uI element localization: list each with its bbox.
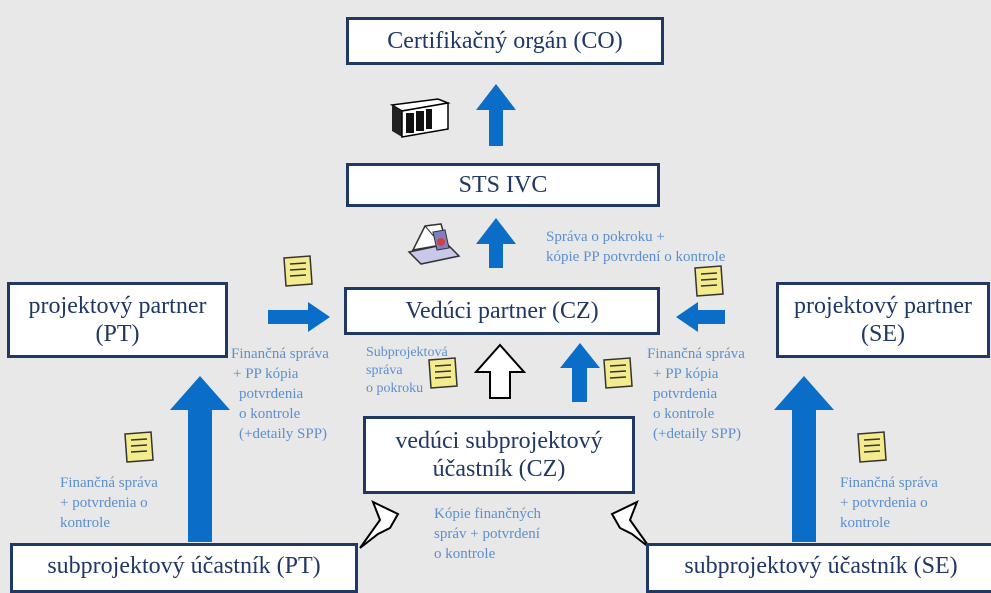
box-label-line1: projektový partner	[794, 293, 972, 319]
note-line: potvrdenia	[653, 386, 718, 402]
note-line: (+detaily SPP)	[653, 426, 742, 442]
box-label: Certifikačný orgán (CO)	[387, 28, 623, 54]
arrow-hollow-subse-to-sublead	[610, 500, 651, 549]
box-label-line1: projektový partner	[28, 293, 207, 319]
note-subproject-report: Subprojektová správa o pokroku	[366, 344, 448, 398]
box-label-line2: (SE)	[861, 321, 905, 347]
box-project-partner-pt: projektový partner (PT)	[7, 282, 228, 358]
note-financial-se: Finančná správa + potvrdenia o kontrole	[840, 473, 938, 533]
note-line: správ + potvrdení	[434, 526, 540, 542]
note-line: Finančná správa	[231, 346, 329, 362]
note-line: Správa o pokroku +	[546, 229, 665, 245]
report-icon	[407, 223, 461, 265]
box-label: subprojektový účastník (PT)	[47, 553, 321, 579]
box-sub-participant-se: subprojektový účastník (SE)	[646, 543, 991, 593]
box-label: Vedúci partner (CZ)	[405, 298, 599, 324]
note-line: + PP kópia	[233, 366, 299, 382]
note-financial-left: Finančná správa + PP kópia potvrdenia o …	[231, 344, 329, 444]
document-icon	[603, 357, 633, 389]
note-financial-right: Finančná správa + PP kópia potvrdenia o …	[647, 344, 745, 444]
note-line: o kontrole	[434, 546, 496, 562]
note-line: Finančná správa	[60, 475, 158, 491]
arrow-up-subpt-to-pt	[170, 376, 230, 542]
box-label: subprojektový účastník (SE)	[684, 553, 958, 579]
arrow-up-sts-to-co	[476, 84, 516, 146]
arrow-up-subse-to-se	[774, 376, 834, 542]
note-copies: Kópie finančných správ + potvrdení o kon…	[434, 504, 541, 564]
note-line: (+detaily SPP)	[239, 426, 328, 442]
box-label-line1: vedúci subprojektový	[395, 428, 603, 454]
note-line: o kontrole	[239, 406, 301, 422]
note-line: Subprojektová	[366, 345, 448, 360]
box-project-partner-se: projektový partner (SE)	[776, 282, 990, 358]
document-icon	[283, 255, 313, 287]
box-sts-ivc: STS IVC	[346, 163, 660, 207]
arrow-hollow-subpt-to-sublead	[359, 500, 400, 549]
server-icon	[389, 98, 451, 138]
note-line: + potvrdenia o	[840, 495, 928, 511]
document-icon	[428, 357, 458, 389]
box-lead-partner: Vedúci partner (CZ)	[344, 287, 660, 335]
box-sub-participant-pt: subprojektový účastník (PT)	[10, 543, 358, 593]
note-line: Finančná správa	[647, 346, 745, 362]
box-label-line2: (PT)	[95, 321, 140, 347]
note-line: + potvrdenia o	[60, 495, 148, 511]
note-line: o pokroku	[366, 381, 424, 396]
note-line: + PP kópia	[653, 366, 719, 382]
box-certification-authority: Certifikačný orgán (CO)	[346, 17, 664, 65]
note-line: správa	[366, 363, 403, 378]
box-sub-lead-participant: vedúci subprojektový účastník (CZ)	[363, 416, 635, 494]
box-label-line2: účastník (CZ)	[432, 456, 566, 482]
arrow-left-se-to-lead	[676, 302, 725, 332]
document-icon	[694, 265, 724, 297]
note-line: kópie PP potvrdení o kontrole	[546, 249, 726, 265]
note-line: kontrole	[60, 515, 110, 531]
note-line: potvrdenia	[239, 386, 304, 402]
note-line: kontrole	[840, 515, 890, 531]
note-progress-report: Správa o pokroku + kópie PP potvrdení o …	[546, 227, 725, 267]
note-financial-pt: Finančná správa + potvrdenia o kontrole	[60, 473, 158, 533]
note-line: o kontrole	[653, 406, 715, 422]
note-line: Kópie finančných	[434, 506, 542, 522]
arrow-up-lead-to-sts	[476, 218, 516, 268]
document-icon	[124, 431, 154, 463]
box-label: STS IVC	[458, 172, 548, 198]
arrow-hollow-sublead-to-lead	[473, 343, 527, 399]
arrow-right-pt-to-lead	[268, 302, 330, 332]
note-line: Finančná správa	[840, 475, 938, 491]
arrow-up-sublead-to-lead	[560, 343, 600, 402]
document-icon	[857, 431, 887, 463]
